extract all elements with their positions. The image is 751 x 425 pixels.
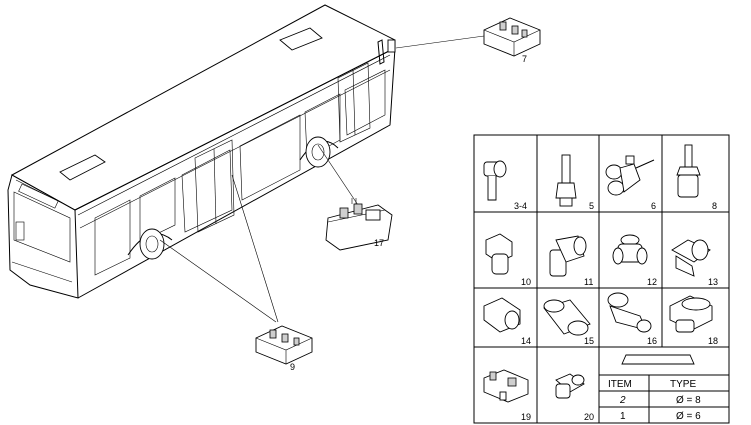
- cell-label-8: 8: [712, 201, 717, 211]
- part-icon-3-4: [483, 160, 507, 201]
- cell-label-3-4: 3-4: [514, 201, 527, 211]
- cell-label-6: 6: [651, 201, 656, 211]
- part-icon-18: [669, 295, 713, 333]
- cell-label-20: 20: [584, 412, 594, 422]
- part-icon-13: [671, 239, 711, 277]
- part-icon-19: [483, 369, 529, 403]
- cell-label-14: 14: [521, 336, 531, 346]
- table-row-item: 2: [619, 395, 626, 406]
- cell-label-19: 19: [521, 412, 531, 422]
- part-icon-10: [485, 233, 513, 275]
- cell-label-11: 11: [584, 277, 593, 287]
- cell-label-15: 15: [584, 336, 594, 346]
- tube-symbol: [621, 354, 695, 365]
- part-icon-20: [555, 373, 585, 399]
- leader-lines: [159, 35, 485, 323]
- cell-label-16: 16: [647, 336, 657, 346]
- cell-label-12: 12: [647, 277, 657, 287]
- part-icon-12: [612, 234, 648, 265]
- cell-label-13: 13: [708, 277, 718, 287]
- table-row-item: 1: [620, 411, 626, 422]
- part-icon-16: [607, 292, 652, 333]
- table-row-type: Ø = 6: [676, 411, 701, 422]
- part-icon-5: [555, 154, 577, 207]
- callout-part-9: 9: [255, 325, 313, 372]
- table-header-type: TYPE: [670, 379, 696, 390]
- callout-label-7: 7: [522, 54, 527, 64]
- cell-label-18: 18: [708, 336, 718, 346]
- callout-label-17: 17: [374, 238, 384, 248]
- cell-label-10: 10: [521, 277, 531, 287]
- callout-label-9: 9: [290, 362, 295, 372]
- table-header-item: ITEM: [608, 379, 632, 390]
- part-icon-14: [483, 297, 521, 333]
- callout-part-7: 7: [483, 17, 541, 64]
- callout-part-17: 17: [325, 198, 393, 251]
- table-row-type: Ø = 8: [676, 395, 701, 406]
- part-icon-11: [549, 235, 587, 277]
- part-icon-8: [676, 144, 701, 198]
- part-icon-6: [605, 155, 655, 196]
- part-icon-15: [543, 299, 591, 336]
- bus-illustration: [7, 4, 396, 299]
- cell-label-5: 5: [589, 201, 594, 211]
